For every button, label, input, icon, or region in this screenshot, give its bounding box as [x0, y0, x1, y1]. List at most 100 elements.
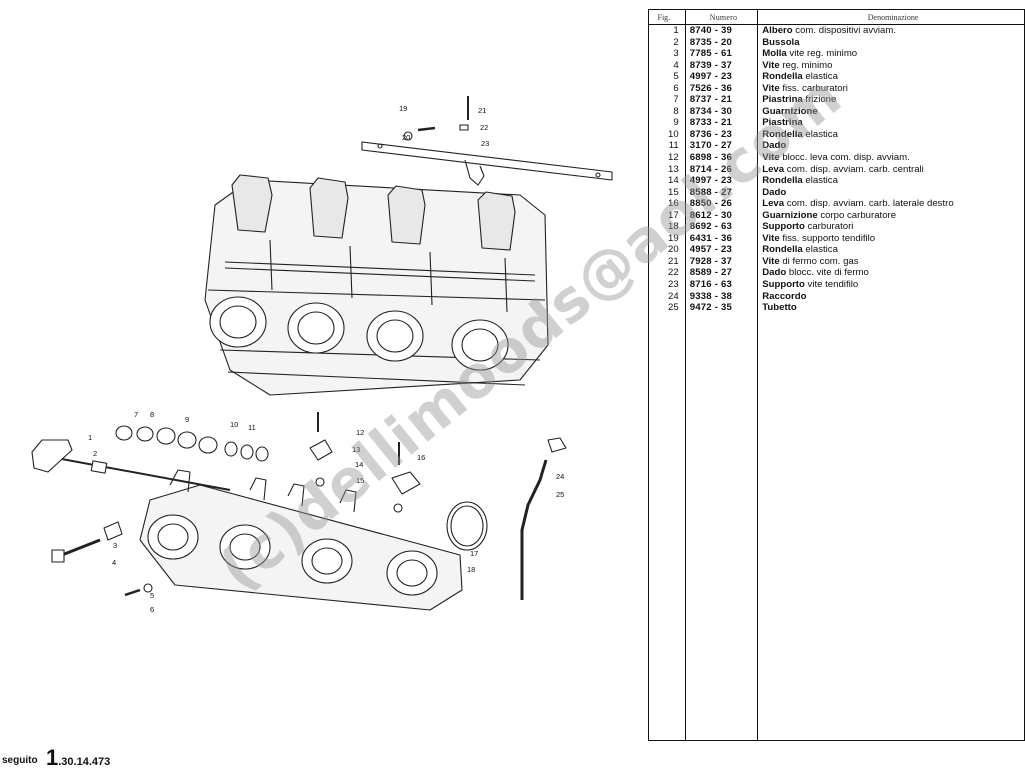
denominazione-rest: carburatori [804, 221, 854, 233]
denominazione-bold: Bussola [762, 36, 800, 48]
denominazione-bold: Rondella [762, 175, 803, 187]
carburetor-assembly-drawing [204, 174, 549, 396]
cell-fig: 23 [648, 279, 686, 291]
cell-denominazione: Dado blocc. vite di fermo [757, 267, 1025, 280]
callout: 13 [352, 445, 360, 454]
callout: 4 [112, 558, 116, 567]
cell-numero: 3170 - 27 [684, 140, 759, 153]
callout: 3 [113, 541, 117, 550]
callout: 16 [417, 453, 425, 462]
cell-fig: 5 [648, 71, 686, 83]
filler-cell [684, 313, 759, 740]
exploded-parts-drawing: 1 2 3 4 5 6 7 8 9 10 11 12 13 14 15 16 1… [31, 96, 613, 614]
callout: 2 [93, 449, 97, 458]
denominazione-bold: Vite [762, 255, 780, 267]
denominazione-bold: Molla [762, 48, 787, 60]
callout: 20 [402, 133, 410, 142]
callout: 8 [150, 410, 154, 419]
denominazione-bold: Dado [762, 140, 787, 152]
header-numero: Numero [684, 9, 759, 25]
denominazione-bold: Rondella [762, 244, 803, 256]
cell-numero: 8692 - 63 [684, 221, 759, 233]
cell-fig: 12 [648, 152, 686, 164]
denominazione-bold: Tubetto [762, 302, 797, 314]
cell-numero: 7928 - 37 [684, 255, 759, 268]
bottom-cell [648, 739, 686, 741]
cell-fig: 25 [648, 302, 686, 314]
denominazione-bold: Albero [762, 25, 793, 36]
denominazione-rest: vite reg. minimo [786, 48, 858, 60]
denominazione-rest: elastica [802, 175, 838, 187]
cell-fig: 17 [648, 209, 686, 222]
cell-numero: 8588 - 27 [684, 186, 759, 199]
denominazione-rest: di fermo com. gas [779, 255, 859, 267]
callout: 17 [470, 549, 478, 558]
filler-cell [648, 313, 686, 740]
cell-denominazione: Leva com. disp. avviam. carb. laterale d… [757, 198, 1025, 210]
callout: 11 [248, 423, 256, 432]
cell-numero: 9472 - 35 [684, 302, 759, 314]
denominazione-rest: elastica [802, 244, 838, 256]
cell-numero: 6898 - 36 [684, 152, 759, 164]
denominazione-rest: blocc. leva com. disp. avviam. [779, 152, 910, 164]
cell-denominazione: Rondella elastica [757, 71, 1025, 83]
cell-numero: 9338 - 38 [684, 290, 759, 303]
denominazione-bold: Raccordo [762, 290, 807, 302]
denominazione-rest: com. dispositivi avviam. [792, 25, 897, 36]
cell-numero: 8850 - 26 [684, 198, 759, 210]
cell-denominazione: Supporto carburatori [757, 221, 1025, 233]
denominazione-bold: Guarnizione [762, 105, 818, 117]
denominazione-rest: vite tendifilo [804, 279, 859, 291]
denominazione-bold: Dado [762, 186, 787, 198]
header-denominazione: Denominazione [757, 9, 1025, 25]
denominazione-bold: Rondella [762, 128, 803, 140]
cell-denominazione: Raccordo [757, 290, 1025, 303]
cell-denominazione: Vite di fermo com. gas [757, 255, 1025, 268]
callout: 24 [556, 472, 564, 481]
cell-denominazione: Vite blocc. leva com. disp. avviam. [757, 152, 1025, 164]
denominazione-bold: Supporto [762, 279, 805, 291]
denominazione-bold: Guarnizione [762, 209, 818, 221]
cell-fig: 20 [648, 244, 686, 256]
cell-denominazione: Vite reg. minimo [757, 59, 1025, 72]
cell-fig: 15 [648, 186, 686, 199]
denominazione-bold: Piastrina [762, 94, 803, 106]
cell-numero: 4997 - 23 [684, 71, 759, 83]
denominazione-bold: Rondella [762, 71, 803, 83]
table-bottom-row [648, 739, 1025, 741]
cell-numero: 8733 - 21 [684, 117, 759, 129]
wire-tensioner-bracket-drawing [361, 96, 613, 186]
cell-denominazione: Guarnizione [757, 105, 1025, 118]
denominazione-bold: Vite [762, 232, 780, 244]
denominazione-rest: elastica [802, 128, 838, 140]
denominazione-bold: Piastrina [762, 117, 803, 129]
cell-denominazione: Vite fiss. supporto tendifilo [757, 232, 1025, 245]
denominazione-bold: Supporto [762, 221, 805, 233]
callout: 12 [356, 428, 364, 437]
cell-fig: 16 [648, 198, 686, 210]
footer-code-big: 1 [46, 745, 59, 770]
cell-numero: 8589 - 27 [684, 267, 759, 280]
cell-fig: 18 [648, 221, 686, 233]
callout: 22 [480, 123, 488, 132]
denominazione-rest: fiss. carburatori [779, 82, 848, 94]
cell-fig: 19 [648, 232, 686, 245]
denominazione-rest: com. disp. avviam. carb. laterale destro [784, 198, 954, 210]
shaft-and-small-parts-drawing [31, 412, 567, 600]
cell-fig: 6 [648, 82, 686, 95]
denominazione-rest: elastica [802, 71, 838, 83]
